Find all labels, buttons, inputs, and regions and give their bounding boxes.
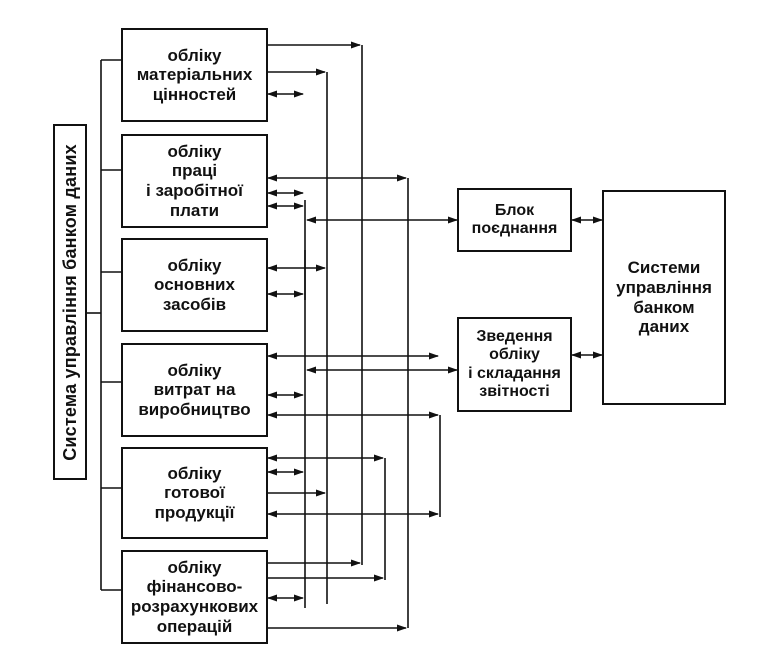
summary-reporting-block-box: Зведення обліку і складання звітності: [457, 317, 572, 412]
vertical-box-label: Система управління банком даних: [59, 143, 80, 461]
module-labor-salary-box: обліку праці і заробітної плати: [121, 134, 268, 228]
module-production-costs-box: обліку витрат на виробництво: [121, 343, 268, 437]
module-material-values-box: обліку матеріальних цінностей: [121, 28, 268, 122]
module-financial-operations-box: обліку фінансово- розрахункових операцій: [121, 550, 268, 644]
module-finished-products-box: обліку готової продукції: [121, 447, 268, 539]
bank-data-management-system-vertical-box: Система управління банком даних: [53, 124, 87, 480]
module-fixed-assets-box: обліку основних засобів: [121, 238, 268, 332]
database-management-systems-box: Системи управління банком даних: [602, 190, 726, 405]
combination-block-box: Блок поєднання: [457, 188, 572, 252]
